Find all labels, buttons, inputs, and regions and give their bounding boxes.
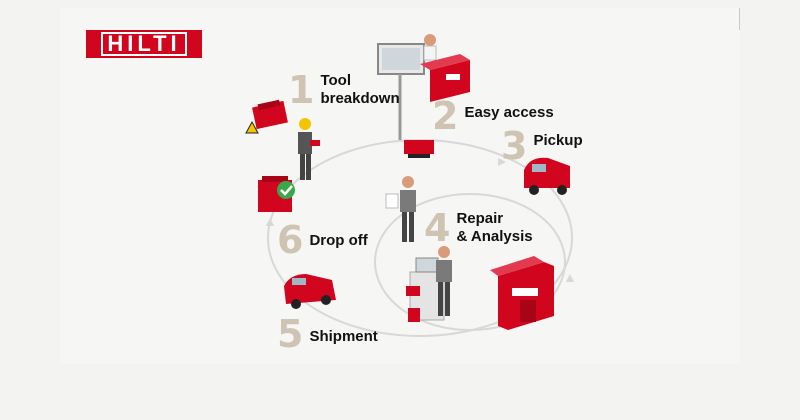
technician-icon [386,176,416,242]
step-label: Tool breakdown [320,72,399,108]
step-number: 2 [432,98,458,134]
arrow-icon [566,274,574,282]
service-center-icon [490,256,554,330]
step-6: 6 Drop off [277,222,368,258]
step-label: Shipment [309,328,377,346]
step-5: 5 Shipment [277,316,378,352]
van-icon [284,274,336,309]
step-4: 4 Repair & Analysis [424,210,533,246]
tool-case-check-icon [258,176,295,212]
step-number: 1 [288,72,314,108]
step-1: 1 Tool breakdown [288,72,400,108]
broken-tool-case-icon [252,100,288,129]
step-number: 5 [277,316,303,352]
step-number: 4 [424,210,450,246]
person-icon [424,34,436,60]
step-label: Repair & Analysis [456,210,532,246]
step-label: Drop off [309,232,367,250]
worker-icon [298,118,320,180]
arrow-icon [266,218,274,226]
step-label: Pickup [533,132,582,150]
step-number: 3 [501,128,527,164]
step-number: 6 [277,222,303,258]
step-3: 3 Pickup [501,128,583,164]
step-label: Easy access [464,104,553,122]
